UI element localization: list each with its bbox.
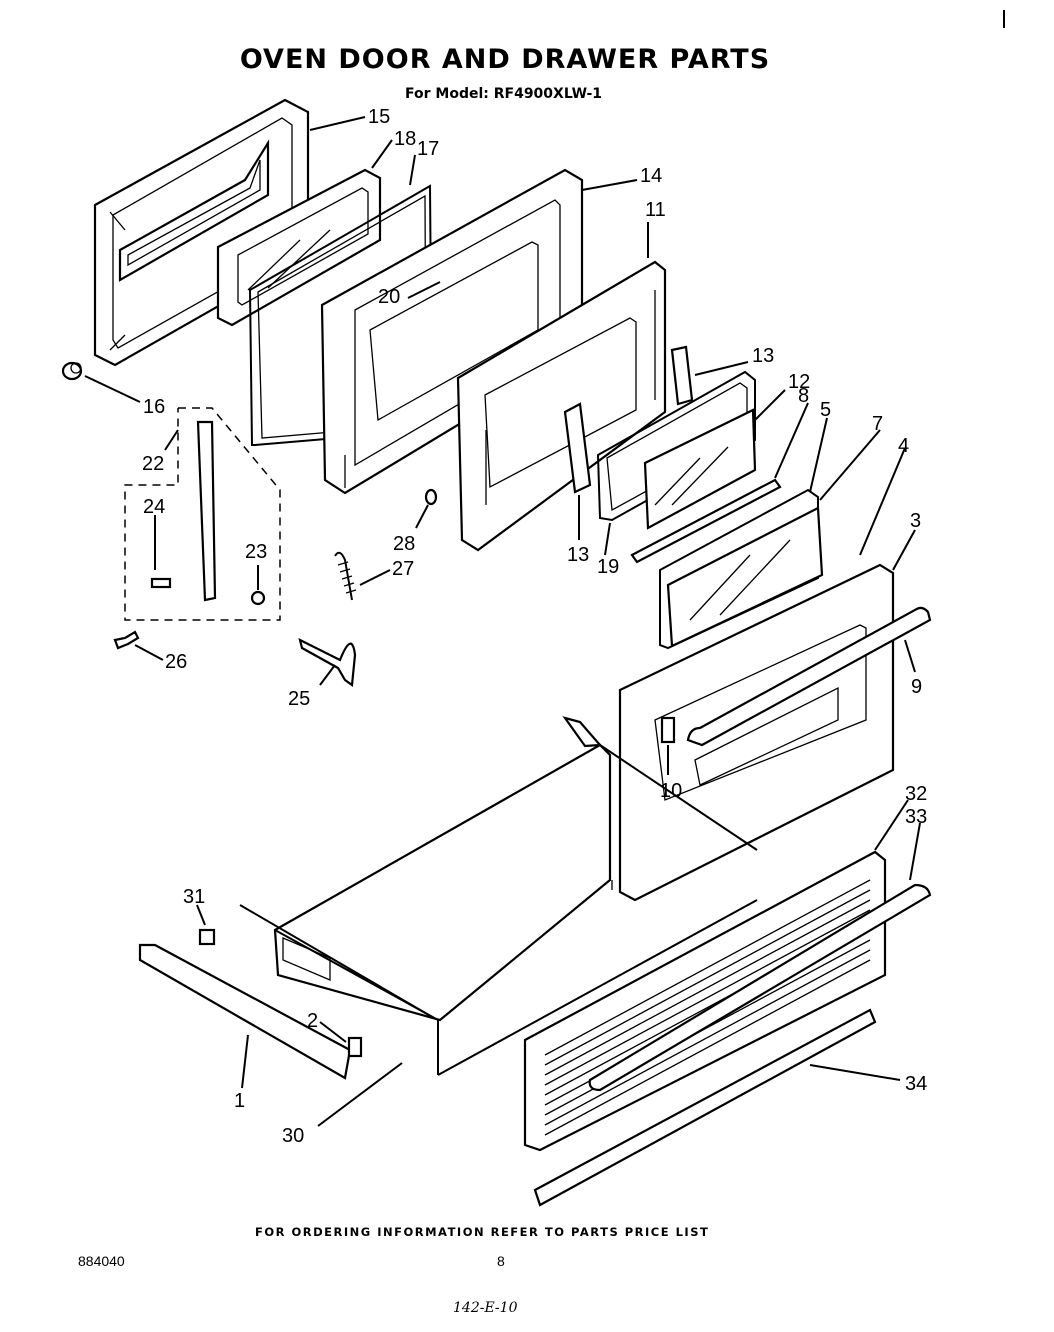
part-13-lower-bracket: [563, 402, 592, 494]
ordering-info-note: FOR ORDERING INFORMATION REFER TO PARTS …: [255, 1225, 710, 1239]
label-7: 7: [872, 413, 883, 435]
part-13-upper-clip: [670, 345, 694, 406]
label-9: 9: [911, 676, 922, 698]
label-1: 1: [234, 1090, 245, 1112]
label-23: 23: [245, 541, 267, 563]
leader-lines: [84, 116, 921, 1127]
part-27-spring: [334, 551, 357, 601]
label-13-upper: 13: [752, 345, 774, 367]
handwritten-note: 142-E-10: [453, 1300, 518, 1316]
label-17: 17: [417, 138, 439, 160]
part-30-drawer-body: [239, 716, 758, 1076]
model-subtitle: For Model: RF4900XLW-1: [405, 86, 603, 102]
part-1-drawer-rail: [138, 943, 352, 1080]
label-32: 32: [905, 783, 927, 805]
part-31-clip: [198, 928, 216, 946]
part-22-hinge-group: [124, 407, 281, 621]
label-33: 33: [905, 806, 927, 828]
part-8-glass-retainer: [630, 478, 782, 564]
label-22: 22: [142, 453, 164, 475]
part-5-7-outer-glass: [659, 488, 824, 650]
part-2-rail-clip: [347, 1036, 363, 1058]
label-19: 19: [597, 556, 619, 578]
part-number-labels: 15 18 17 14 11 16 20 13 12 8 5 7 4 22 24…: [142, 106, 927, 1147]
label-28: 28: [393, 533, 415, 555]
part-11-door-liner: [456, 260, 667, 552]
part-28-plug: [424, 488, 438, 506]
label-34: 34: [905, 1073, 927, 1095]
part-18-window-pack: [216, 168, 382, 327]
label-11: 11: [645, 199, 666, 221]
document-number: 884040: [78, 1253, 125, 1269]
label-12: 12: [788, 371, 810, 393]
part-26-screw: [113, 630, 140, 650]
label-18: 18: [394, 128, 416, 150]
label-14: 14: [640, 165, 662, 187]
label-20: 20: [378, 286, 400, 308]
label-4: 4: [898, 435, 909, 457]
part-15-outer-door-frame: [93, 98, 310, 367]
label-8: 8: [798, 385, 809, 407]
label-27: 27: [392, 558, 414, 580]
label-10: 10: [660, 780, 682, 802]
label-24: 24: [143, 496, 165, 518]
part-33-drawer-handle: [588, 883, 932, 1092]
label-2: 2: [307, 1010, 318, 1032]
page-title: OVEN DOOR AND DRAWER PARTS: [239, 44, 771, 75]
part-25-hinge-arm: [298, 637, 357, 687]
part-34-kick-strip: [533, 1008, 877, 1207]
label-3: 3: [910, 510, 921, 532]
label-5: 5: [820, 399, 831, 421]
page-number: 8: [497, 1253, 505, 1269]
label-30: 30: [282, 1125, 304, 1147]
label-25: 25: [288, 688, 310, 710]
page-edge-mark: [1003, 10, 1005, 28]
label-26: 26: [165, 651, 187, 673]
label-16: 16: [143, 396, 165, 418]
label-15: 15: [368, 106, 390, 128]
part-3-4-outer-door-panel: [611, 563, 895, 902]
label-31: 31: [183, 886, 205, 908]
part-9-door-handle: [686, 606, 932, 747]
part-12-inner-glass: [643, 408, 757, 530]
label-13-lower: 13: [567, 544, 589, 566]
part-16-knob: [61, 361, 83, 381]
